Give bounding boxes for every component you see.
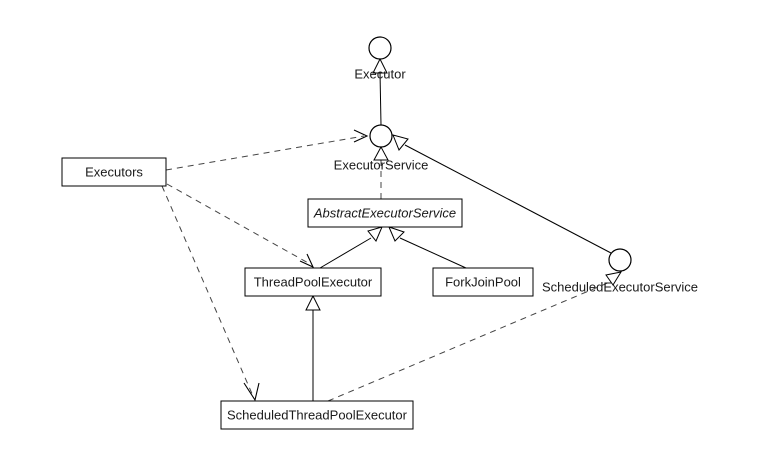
class-box-rect <box>244 267 382 297</box>
node-label-executor-service: ExecutorService <box>334 157 429 172</box>
edge-line <box>319 237 372 269</box>
class-box-rect <box>220 400 414 430</box>
class-box-rect <box>307 198 463 228</box>
edge-line <box>165 135 365 171</box>
node-label-scheduled-executor-service: ScheduledExecutorService <box>542 279 698 294</box>
edge-line <box>166 183 311 265</box>
edge-line <box>161 185 254 397</box>
node-label-scheduled-thread-pool-executor: ScheduledThreadPoolExecutor <box>227 407 408 422</box>
node-executor[interactable]: Executor <box>354 36 406 81</box>
node-label-thread-pool-executor: ThreadPoolExecutor <box>254 274 373 289</box>
interface-lollipop-circle <box>608 248 632 272</box>
node-scheduled-thread-pool-executor[interactable]: ScheduledThreadPoolExecutor <box>220 400 414 430</box>
node-thread-pool-executor[interactable]: ThreadPoolExecutor <box>244 267 382 297</box>
edge-scheduledthreadpoolexecutor-to-threadpoolexecutor <box>305 294 321 401</box>
edge-threadpoolexecutor-to-abstractexecutorservice <box>319 226 383 269</box>
edge-scheduledthreadpoolexecutor-to-scheduledexecutorservice <box>327 271 623 402</box>
edge-executors-to-scheduledthreadpoolexecutor <box>161 185 260 402</box>
edge-scheduledexecutorservice-to-executorservice <box>392 134 612 254</box>
node-label-fork-join-pool: ForkJoinPool <box>445 274 521 289</box>
edge-line <box>404 144 612 254</box>
edge-executors-to-executorservice <box>165 129 369 171</box>
class-box-rect <box>61 157 167 187</box>
node-fork-join-pool[interactable]: ForkJoinPool <box>432 267 534 297</box>
hollow-triangle-arrowhead <box>372 57 388 74</box>
node-executor-service[interactable]: ExecutorService <box>334 124 429 172</box>
edge-forkjoinpool-to-abstractexecutorservice <box>388 226 467 269</box>
node-executors[interactable]: Executors <box>61 157 167 187</box>
hollow-triangle-arrowhead <box>392 134 409 151</box>
node-abstract-executor-service[interactable]: AbstractExecutorService <box>307 198 463 228</box>
hollow-triangle-arrowhead <box>388 226 405 242</box>
class-box-rect <box>432 267 534 297</box>
edge-line <box>327 281 611 402</box>
open-arrowhead <box>299 253 315 269</box>
interface-lollipop-circle <box>369 124 393 148</box>
open-arrowhead <box>353 129 369 143</box>
node-label-executor: Executor <box>354 66 406 81</box>
hollow-triangle-arrowhead <box>373 145 389 161</box>
node-label-abstract-executor-service: AbstractExecutorService <box>313 205 456 220</box>
hollow-triangle-arrowhead <box>305 294 321 311</box>
interface-lollipop-circle <box>368 36 392 60</box>
node-scheduled-executor-service[interactable]: ScheduledExecutorService <box>542 248 698 294</box>
hollow-triangle-arrowhead <box>605 271 623 286</box>
edge-line <box>399 237 467 269</box>
edge-line <box>379 71 382 126</box>
node-label-executors: Executors <box>85 164 143 179</box>
edge-executorservice-to-executor <box>372 57 388 126</box>
edge-executors-to-threadpoolexecutor <box>166 183 315 269</box>
hollow-triangle-arrowhead <box>367 226 383 242</box>
edge-abstractexecutorservice-to-executorservice <box>373 145 389 199</box>
open-arrowhead <box>243 382 260 402</box>
